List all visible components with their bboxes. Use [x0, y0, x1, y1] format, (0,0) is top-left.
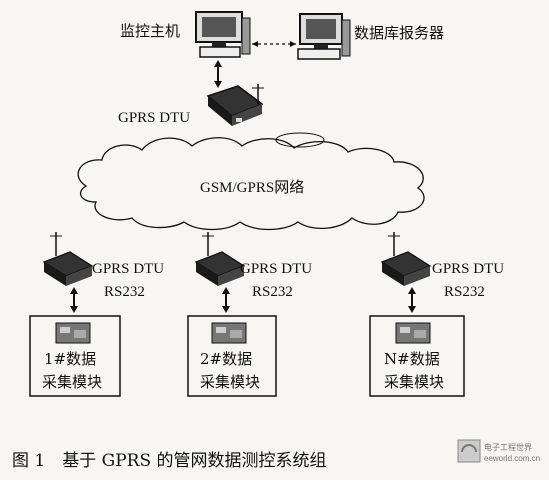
node-1-module-label-line2: 采集模块: [42, 373, 102, 391]
node-n-dtu-label: GPRS DTU: [432, 261, 504, 277]
node-2-module-label-line2: 采集模块: [200, 373, 260, 391]
node-1-dtu-device-icon: [42, 232, 94, 286]
node-1-acquisition-module-box: [29, 315, 121, 397]
figure-caption: 图 1 基于 GPRS 的管网数据测控系统组: [12, 451, 327, 471]
host-dtu-arrow: [214, 60, 222, 88]
node-1-module-label-line1: 1#数据: [44, 350, 96, 368]
monitor-host-label: 监控主机: [120, 22, 180, 40]
node-n-iface-label: RS232: [444, 284, 485, 300]
database-server-computer-icon: [297, 13, 351, 60]
watermark-text-cn: 电子工程世界: [484, 442, 532, 452]
watermark-text-en: eeworld.com.cn: [484, 454, 540, 463]
node-n-dtu-device-icon: [380, 232, 432, 286]
node-n-serial-arrow: [408, 287, 416, 313]
node-n-module-label-line1: N#数据: [384, 350, 440, 368]
gsm-gprs-cloud: [77, 132, 425, 231]
node-1-dtu-label: GPRS DTU: [92, 261, 164, 277]
center-dtu-label: GPRS DTU: [118, 110, 190, 126]
host-db-link: [252, 41, 296, 47]
node-n-module-label-line2: 采集模块: [384, 373, 444, 391]
node-1-serial-arrow: [70, 287, 78, 313]
node-2-module-label-line1: 2#数据: [200, 350, 252, 368]
center-dtu-device-icon: [206, 84, 264, 126]
node-1-iface-label: RS232: [104, 284, 145, 300]
monitor-host-computer-icon: [195, 11, 251, 58]
node-2-dtu-device-icon: [194, 232, 246, 286]
node-2-dtu-label: GPRS DTU: [240, 261, 312, 277]
node-2-serial-arrow: [222, 287, 230, 313]
node-2-acquisition-module-box: [187, 315, 277, 397]
network-label: GSM/GPRS网络: [200, 179, 304, 196]
node-2-iface-label: RS232: [252, 284, 293, 300]
node-n-acquisition-module-box: [369, 315, 465, 397]
eeworld-watermark-logo: 电子工程世界 eeworld.com.cn: [457, 439, 540, 463]
db-server-label: 数据库报务器: [354, 24, 444, 42]
